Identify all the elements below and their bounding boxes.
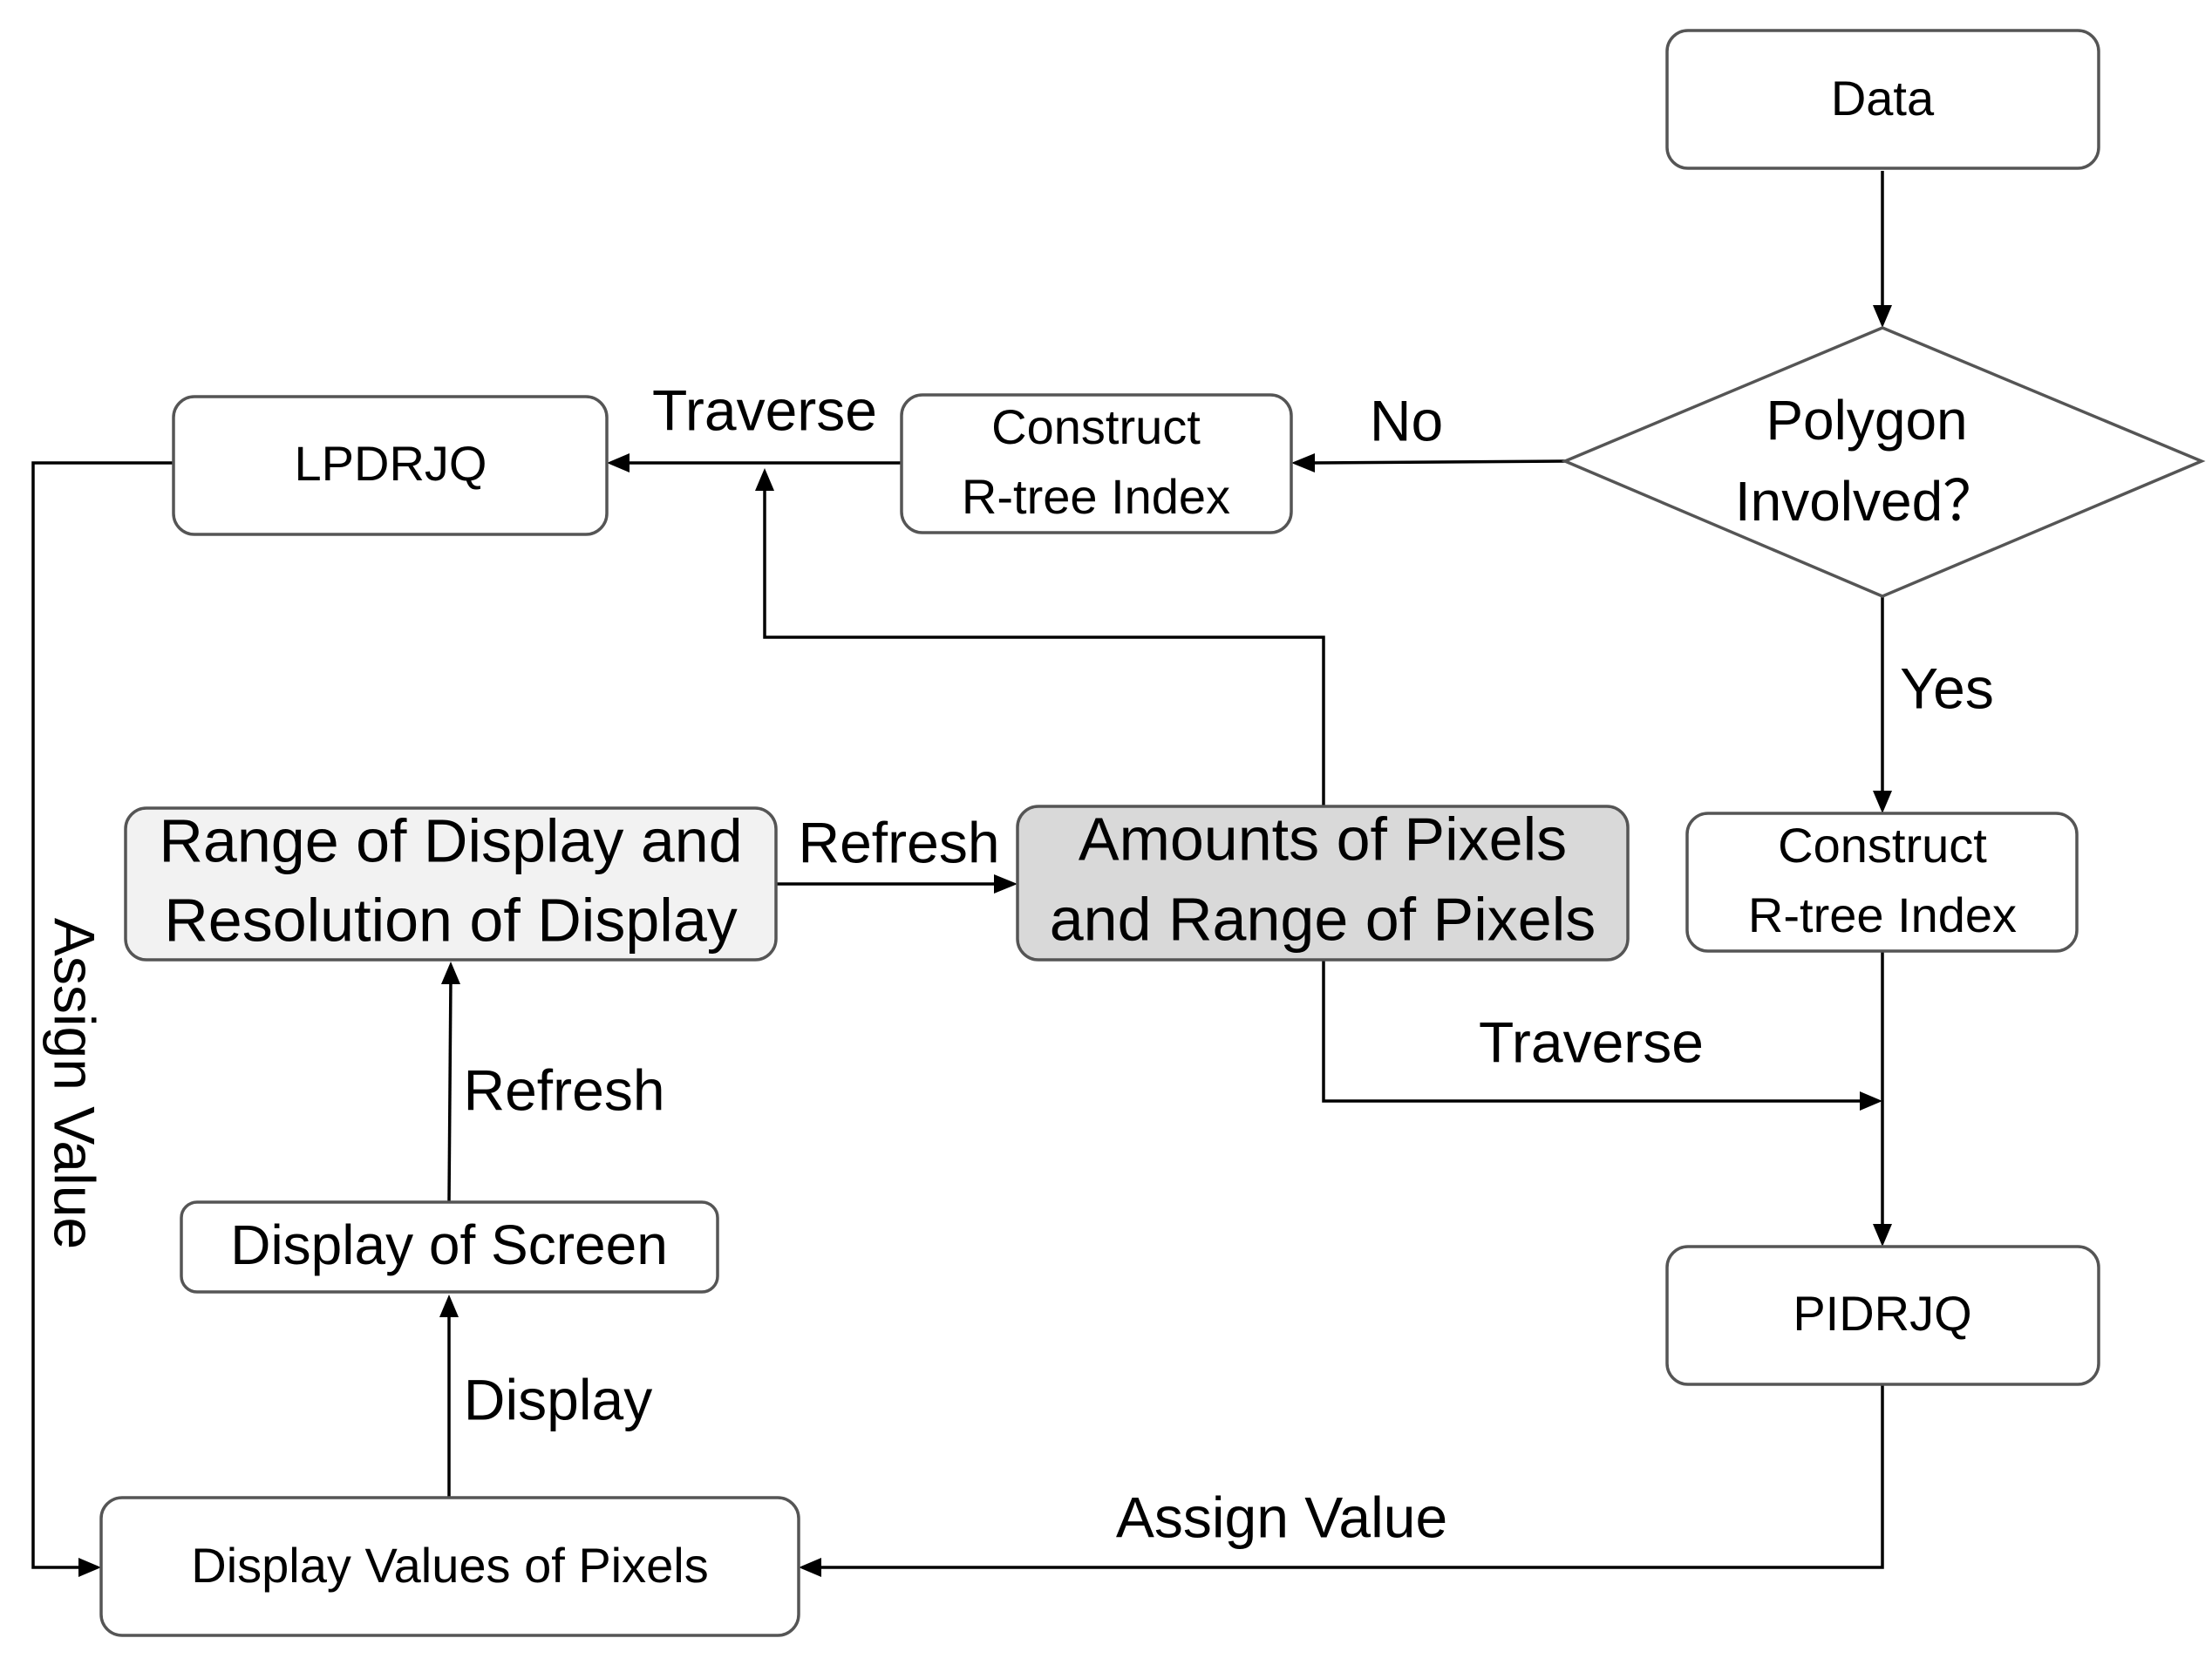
- label-display: Display: [464, 1367, 652, 1431]
- node-pidrjq: PIDRJQ: [1665, 1245, 2100, 1386]
- node-pidrjq-label: PIDRJQ: [1793, 1286, 1971, 1341]
- node-amounts-pixels-label-2: and Range of Pixels: [1050, 885, 1596, 953]
- label-refresh-left: Refresh: [463, 1057, 664, 1122]
- edge-polygon-to-construct-top: [1307, 459, 1566, 465]
- arrowhead-pidrjq: [1873, 1224, 1892, 1247]
- node-data: Data: [1665, 29, 2100, 170]
- arrowhead-construct-right: [1873, 791, 1892, 813]
- label-yes: Yes: [1900, 656, 1994, 720]
- node-range-display-label-1: Range of Display and: [159, 806, 742, 874]
- arrowhead-range: [441, 962, 460, 984]
- node-lpdrjq-label: LPDRJQ: [295, 436, 487, 491]
- node-construct-top: Construct R-tree Index: [900, 393, 1293, 534]
- label-no: No: [1370, 388, 1443, 452]
- edge-pidrjq-to-values: [814, 1384, 1884, 1569]
- node-polygon-involved: Polygon Involved？: [1561, 326, 2206, 598]
- node-data-label: Data: [1831, 71, 1935, 126]
- edge-labels: No Yes Traverse Traverse Refresh Refresh…: [43, 377, 1994, 1549]
- node-display-values-label: Display Values of Pixels: [191, 1538, 708, 1593]
- arrowhead-construct-top: [1291, 453, 1315, 472]
- label-assign-value-bottom: Assign Value: [1116, 1485, 1447, 1549]
- node-polygon-label-1: Polygon: [1766, 389, 1967, 452]
- node-construct-right-label-1: Construct: [1778, 818, 1987, 873]
- node-construct-top-label-1: Construct: [991, 399, 1201, 454]
- node-display-values: Display Values of Pixels: [99, 1496, 800, 1637]
- edges: [31, 171, 1892, 1577]
- node-construct-top-label-2: R-tree Index: [962, 469, 1230, 524]
- node-range-display-label-2: Resolution of Display: [164, 886, 738, 954]
- node-display-screen: Display of Screen: [180, 1200, 719, 1294]
- arrowhead-traverse-right: [1860, 1091, 1882, 1111]
- arrowhead-values-left: [78, 1558, 101, 1577]
- arrowhead-polygon-top: [1873, 305, 1892, 328]
- arrowhead-lpdrjq: [607, 453, 630, 472]
- node-construct-right: Construct R-tree Index: [1685, 812, 2079, 953]
- label-traverse-top: Traverse: [652, 377, 877, 442]
- node-construct-right-label-2: R-tree Index: [1748, 887, 2017, 942]
- arrowhead-values-right: [799, 1558, 821, 1577]
- arrowhead-screen: [439, 1295, 459, 1317]
- label-refresh-mid: Refresh: [798, 810, 999, 874]
- arrowhead-traverse-top: [755, 468, 774, 491]
- label-assign-value-left: Assign Value: [43, 918, 107, 1249]
- node-amounts-pixels-label-1: Amounts of Pixels: [1079, 805, 1567, 873]
- node-range-display: Range of Display and Resolution of Displ…: [124, 806, 778, 962]
- arrowhead-amounts: [994, 874, 1018, 894]
- label-traverse-right: Traverse: [1479, 1009, 1704, 1074]
- node-polygon-label-2: Involved？: [1735, 470, 1998, 533]
- node-lpdrjq: LPDRJQ: [172, 395, 609, 536]
- edge-screen-to-range: [447, 976, 453, 1203]
- edge-lpdrjq-to-values: [31, 461, 174, 1569]
- node-display-screen-label: Display of Screen: [230, 1213, 668, 1276]
- edge-amounts-to-right-line: [1322, 960, 1867, 1103]
- edge-amounts-to-traverse-top: [763, 484, 1325, 806]
- node-amounts-pixels: Amounts of Pixels and Range of Pixels: [1016, 805, 1630, 962]
